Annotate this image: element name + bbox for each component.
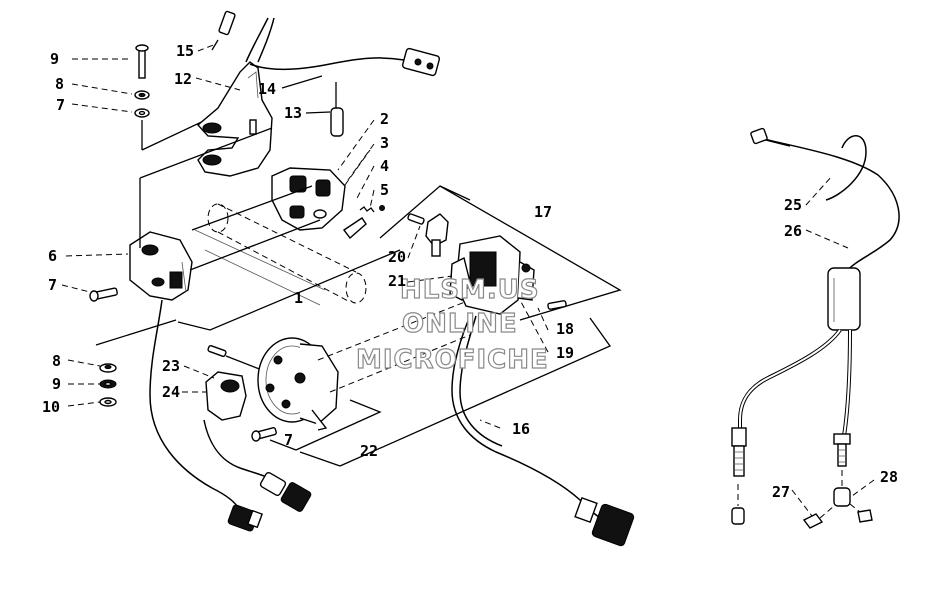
callout-23: 23 — [162, 357, 180, 375]
washer-8-lower — [99, 363, 117, 373]
screw-7-left — [89, 287, 118, 302]
screw-18 — [547, 300, 567, 310]
watermark-line-2: ONLINE — [402, 309, 518, 339]
callout-9-lower: 9 — [52, 375, 61, 393]
screw-23 — [207, 344, 263, 371]
handlebar-outline — [194, 203, 367, 306]
callout-1: 1 — [294, 289, 303, 307]
switch-pod-24 — [205, 371, 247, 421]
callout-17: 17 — [534, 203, 552, 221]
control-housing-6 — [129, 231, 193, 301]
switch-housing-2 — [271, 167, 346, 231]
callout-7-left: 7 — [48, 276, 57, 294]
throttle-lever-outline — [317, 299, 471, 393]
callout-16: 16 — [512, 420, 530, 438]
screw-7-lower — [251, 427, 277, 442]
callout-4: 4 — [380, 157, 389, 175]
switch-17 — [425, 213, 449, 257]
callout-2: 2 — [380, 110, 389, 128]
washer-9-lower — [99, 379, 117, 389]
callout-26: 26 — [784, 222, 802, 240]
callout-9-top: 8 — [55, 75, 64, 93]
callout-28: 28 — [880, 468, 898, 486]
callout-21: 21 — [388, 272, 406, 290]
callout-8-lower: 8 — [52, 352, 61, 370]
callout-5: 5 — [380, 181, 389, 199]
callout-24: 24 — [162, 383, 180, 401]
wire-harness-14 — [245, 17, 441, 77]
callout-12: 12 — [174, 70, 192, 88]
watermark-line-3: MICROFICHE — [356, 345, 549, 375]
callout-19: 19 — [556, 344, 574, 362]
throttle-cable-26 — [731, 137, 900, 477]
screw-20 — [407, 213, 425, 225]
throttle-housing-22 — [257, 337, 339, 431]
cable-end-25 — [750, 127, 867, 201]
switch-body-19 — [455, 235, 535, 315]
adjuster-28 — [802, 470, 873, 529]
callout-14: 14 — [258, 80, 276, 98]
watermark-line-1: HLSM.US — [400, 275, 540, 305]
callout-10: 10 — [42, 398, 60, 416]
callout-6: 6 — [48, 247, 57, 265]
left-harness — [149, 299, 312, 532]
callout-8-top: 7 — [56, 96, 65, 114]
probe-13 — [330, 82, 344, 137]
callout-15: 15 — [176, 42, 194, 60]
callout-22: 22 — [360, 442, 378, 460]
callout-25: 25 — [784, 196, 802, 214]
ferrule-27 — [731, 484, 745, 525]
bracket-21 — [449, 256, 471, 301]
washer-10 — [99, 397, 117, 407]
callout-labels: 9 8 7 15 12 14 13 2 3 4 5 6 7 1 17 20 21… — [42, 42, 898, 501]
callout-27: 27 — [772, 483, 790, 501]
spring-4-pin-5 — [342, 205, 385, 240]
harness-16 — [451, 315, 635, 547]
watermark: HLSM.US ONLINE MICROFICHE — [355, 274, 549, 375]
callout-18: 18 — [556, 320, 574, 338]
terminal-15 — [211, 10, 236, 51]
washer-9-top — [134, 90, 150, 100]
leader-lines — [61, 43, 875, 517]
callout-7-lower: 7 — [284, 431, 293, 449]
callout-11: 9 — [50, 50, 59, 68]
bracket-12 — [196, 61, 273, 177]
callout-20: 20 — [388, 248, 406, 266]
bolt-11 — [135, 44, 149, 79]
callout-13: 13 — [284, 104, 302, 122]
washer-8-top — [134, 108, 150, 118]
callout-3: 3 — [380, 134, 389, 152]
